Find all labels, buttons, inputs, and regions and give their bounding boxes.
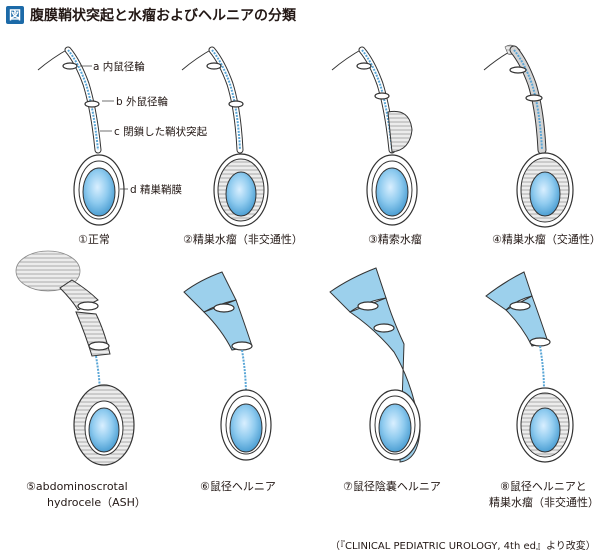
internal-ring — [62, 62, 78, 70]
cord-hydrocele-sac — [387, 110, 413, 153]
label-tunica: d 精巣鞘膜 — [130, 183, 183, 196]
caption-3: ③精索水瘤 — [368, 232, 422, 246]
source-citation: （『CLINICAL PEDIATRIC UROLOGY, 4th ed』より改… — [330, 541, 596, 552]
figure-title: 腹膜鞘状突起と水瘤およびヘルニアの分類 — [30, 8, 297, 24]
figure-badge: 図 — [6, 6, 25, 24]
caption-6: ⑥鼠径ヘルニア — [200, 479, 276, 493]
panel-ash: ⑤abdominoscrotal hydrocele（ASH） — [15, 250, 146, 509]
caption-5b: hydrocele（ASH） — [47, 496, 146, 509]
caption-7: ⑦鼠径陰嚢ヘルニア — [343, 479, 441, 493]
panel-normal: a 内鼠径輪 b 外鼠径輪 c 閉鎖した鞘状突起 d 精巣鞘膜 ①正常 — [37, 46, 208, 246]
panel-cord-hydrocele: ③精索水瘤 — [331, 46, 422, 246]
caption-4: ④精巣水瘤（交通性） — [492, 232, 601, 246]
figure-header: 図 腹膜鞘状突起と水瘤およびヘルニアの分類 — [6, 4, 296, 26]
caption-8b: 精巣水瘤（非交通性） — [489, 495, 599, 509]
label-internal-ring: a 内鼠径輪 — [93, 60, 145, 73]
label-closed-process: c 閉鎖した鞘状突起 — [114, 125, 208, 138]
caption-2: ②精巣水瘤（非交通性） — [183, 232, 303, 246]
caption-5a: ⑤abdominoscrotal — [26, 480, 128, 493]
label-external-ring: b 外鼠径輪 — [116, 95, 169, 108]
caption-8a: ⑧鼠径ヘルニアと — [500, 479, 587, 493]
panel-hydrocele-noncommunicating: ②精巣水瘤（非交通性） — [181, 46, 303, 246]
caption-1: ①正常 — [78, 233, 110, 246]
testis — [82, 167, 116, 217]
abdominal-hydrocele-sac — [15, 250, 81, 292]
panel-inguinal-hernia: ⑥鼠径ヘルニア — [183, 271, 276, 493]
panel-hydrocele-communicating: ④精巣水瘤（交通性） — [483, 44, 601, 246]
panel-hernia-and-hydrocele: ⑧鼠径ヘルニアと 精巣水瘤（非交通性） — [485, 271, 599, 509]
closed-process-vaginalis — [67, 49, 99, 151]
external-ring — [84, 100, 100, 108]
panel-inguinoscrotal-hernia: ⑦鼠径陰嚢ヘルニア — [329, 267, 441, 493]
